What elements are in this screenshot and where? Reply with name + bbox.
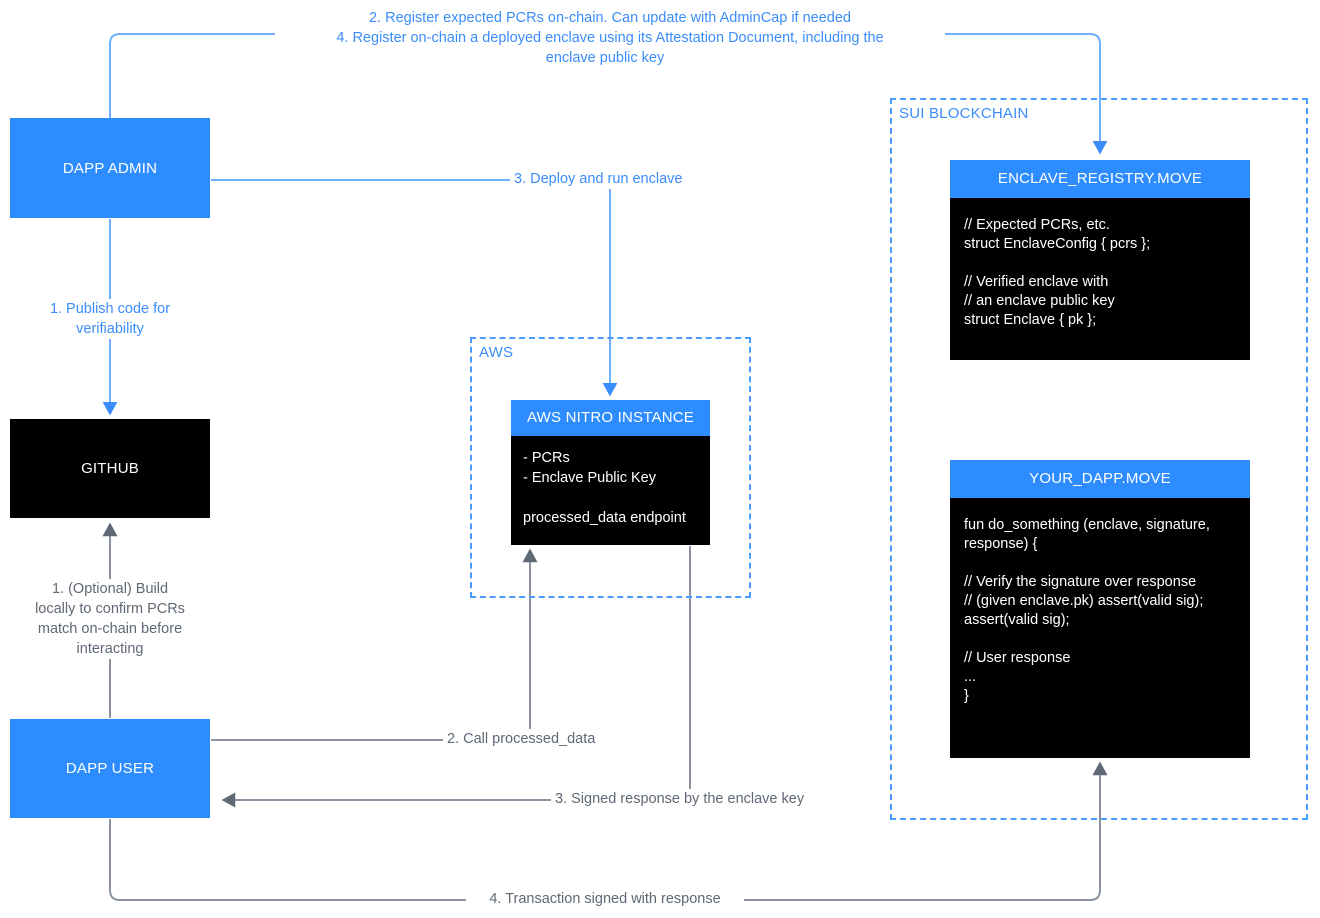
node-aws-nitro-header: AWS NITRO INSTANCE [511, 400, 710, 436]
node-enclave-registry-move[interactable]: ENCLAVE_REGISTRY.MOVE // Expected PCRs, … [950, 160, 1250, 360]
group-sui-blockchain [890, 98, 1308, 820]
edge-label-user-to-nitro: 2. Call processed_data [443, 729, 633, 749]
group-aws-label: AWS [474, 344, 519, 361]
node-aws-nitro-instance[interactable]: AWS NITRO INSTANCE - PCRs - Enclave Publ… [511, 400, 710, 545]
edge-label-admin-to-nitro: 3. Deploy and run enclave [510, 169, 720, 189]
node-enclave-registry-body: // Expected PCRs, etc. struct EnclaveCon… [964, 217, 1151, 328]
group-sui-blockchain-label: SUI BLOCKCHAIN [894, 105, 1034, 122]
group-aws [470, 337, 751, 598]
edge-label-user-to-your-dapp: 4. Transaction signed with response [466, 889, 744, 909]
node-github[interactable]: GITHUB [10, 419, 210, 518]
node-dapp-admin[interactable]: DAPP ADMIN [10, 118, 210, 218]
edge-label-user-to-github: 1. (Optional) Build locally to confirm P… [12, 579, 208, 659]
node-your-dapp-header: YOUR_DAPP.MOVE [950, 460, 1250, 498]
edge-label-admin-to-github: 1. Publish code for verifiability [15, 299, 205, 339]
node-dapp-admin-label: DAPP ADMIN [62, 159, 158, 177]
edge-label-admin-to-registry-line2: 4. Register on-chain a deployed enclave … [275, 28, 945, 48]
node-dapp-user[interactable]: DAPP USER [10, 719, 210, 818]
edge-label-admin-to-registry-line1: 2. Register expected PCRs on-chain. Can … [285, 8, 935, 28]
node-aws-nitro-body: - PCRs - Enclave Public Key processed_da… [523, 450, 686, 526]
edge-label-nitro-to-user: 3. Signed response by the enclave key [551, 789, 843, 809]
node-dapp-user-label: DAPP USER [65, 760, 155, 777]
node-your-dapp-move[interactable]: YOUR_DAPP.MOVE fun do_something (enclave… [950, 460, 1250, 758]
node-your-dapp-body: fun do_something (enclave, signature, re… [964, 517, 1210, 704]
node-github-label: GITHUB [81, 460, 139, 477]
edge-label-admin-to-registry-line3: enclave public key [465, 48, 745, 68]
node-enclave-registry-header: ENCLAVE_REGISTRY.MOVE [950, 160, 1250, 198]
